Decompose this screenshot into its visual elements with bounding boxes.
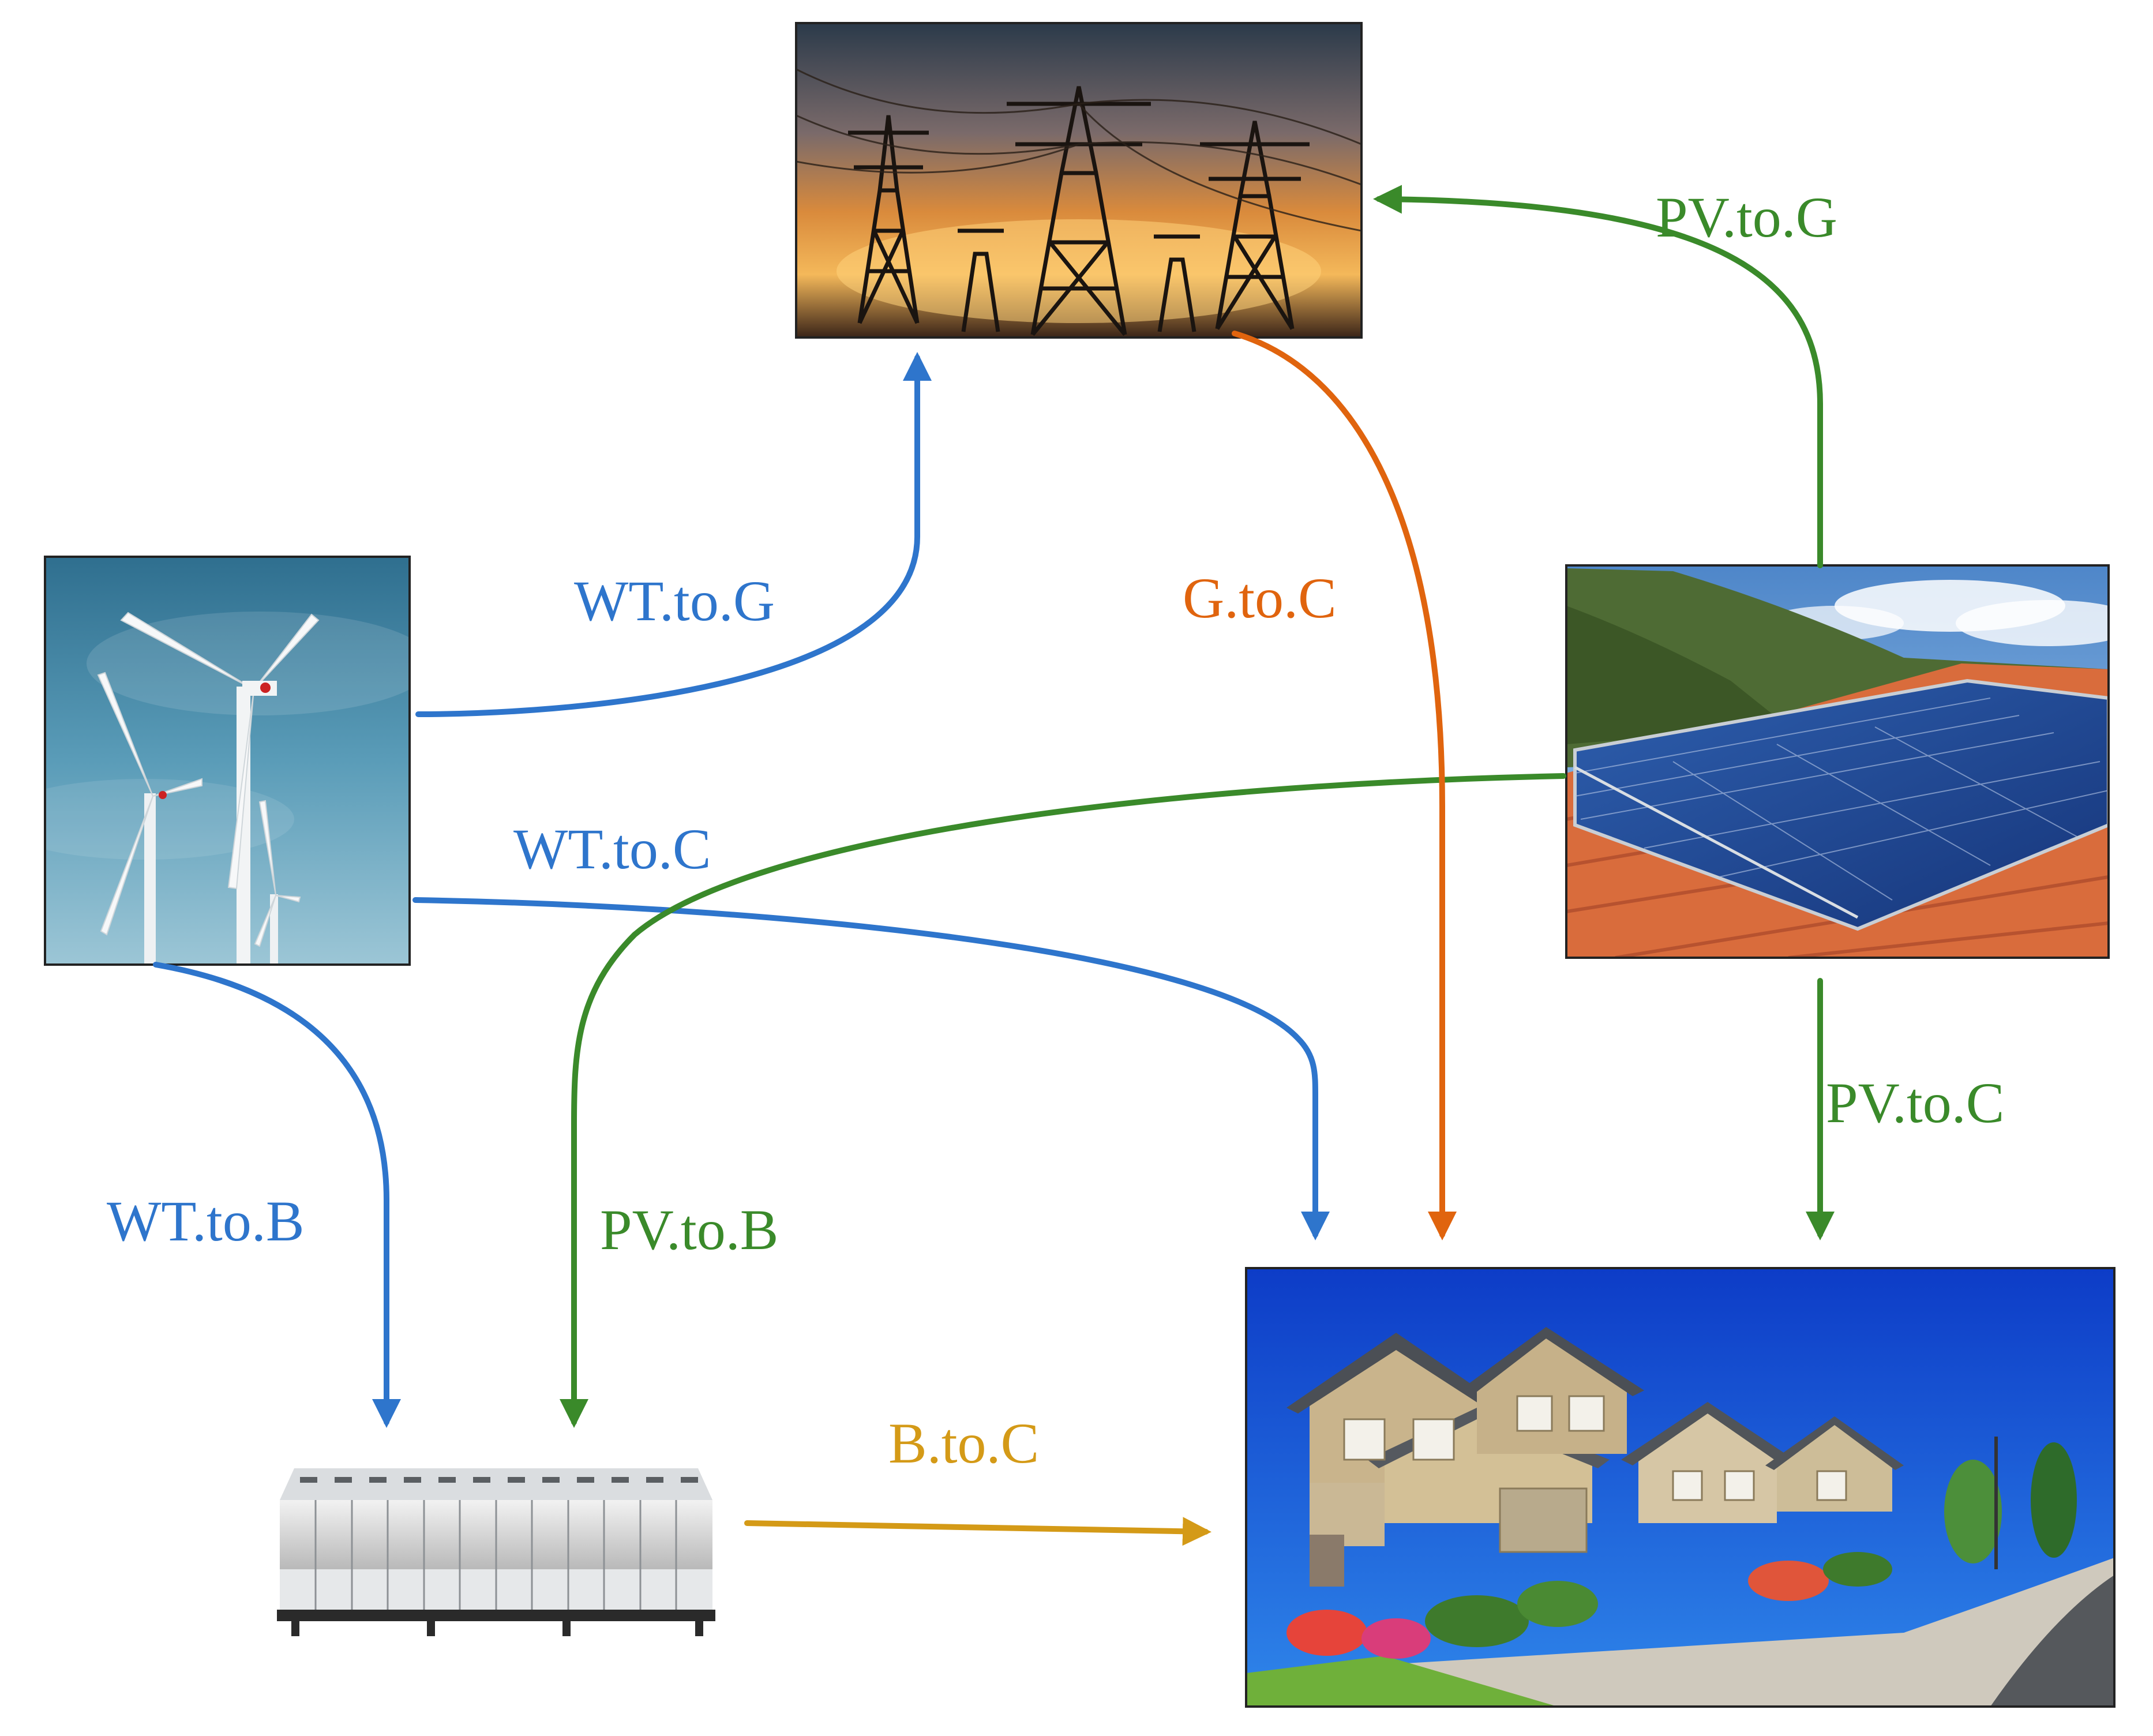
arrow-wt-to-b — [153, 962, 401, 1428]
battery-bank-photo — [277, 1468, 715, 1636]
solar-panel-photo — [1565, 564, 2110, 959]
wind-turbine-photo — [44, 556, 411, 966]
arrow-pv-to-g — [1373, 185, 1823, 568]
arrow-wt-to-c — [412, 897, 1330, 1240]
label-wt-to-g: WT.to.G — [574, 569, 775, 633]
label-pv-to-c: PV.to.C — [1826, 1071, 2004, 1135]
label-b-to-c: B.to.C — [888, 1411, 1039, 1475]
grid-photo — [795, 22, 1363, 339]
label-wt-to-c: WT.to.C — [513, 817, 711, 881]
label-pv-to-b: PV.to.B — [600, 1198, 778, 1262]
arrow-b-to-c — [744, 1517, 1211, 1546]
label-pv-to-g: PV.to.G — [1656, 185, 1837, 249]
houses-photo — [1245, 1267, 2116, 1708]
arrow-pv-to-b — [560, 773, 1566, 1428]
label-g-to-c: G.to.C — [1183, 566, 1337, 630]
arrow-g-to-c — [1232, 331, 1457, 1240]
arrow-wt-to-g — [415, 352, 932, 717]
label-wt-to-b: WT.to.B — [107, 1189, 305, 1253]
